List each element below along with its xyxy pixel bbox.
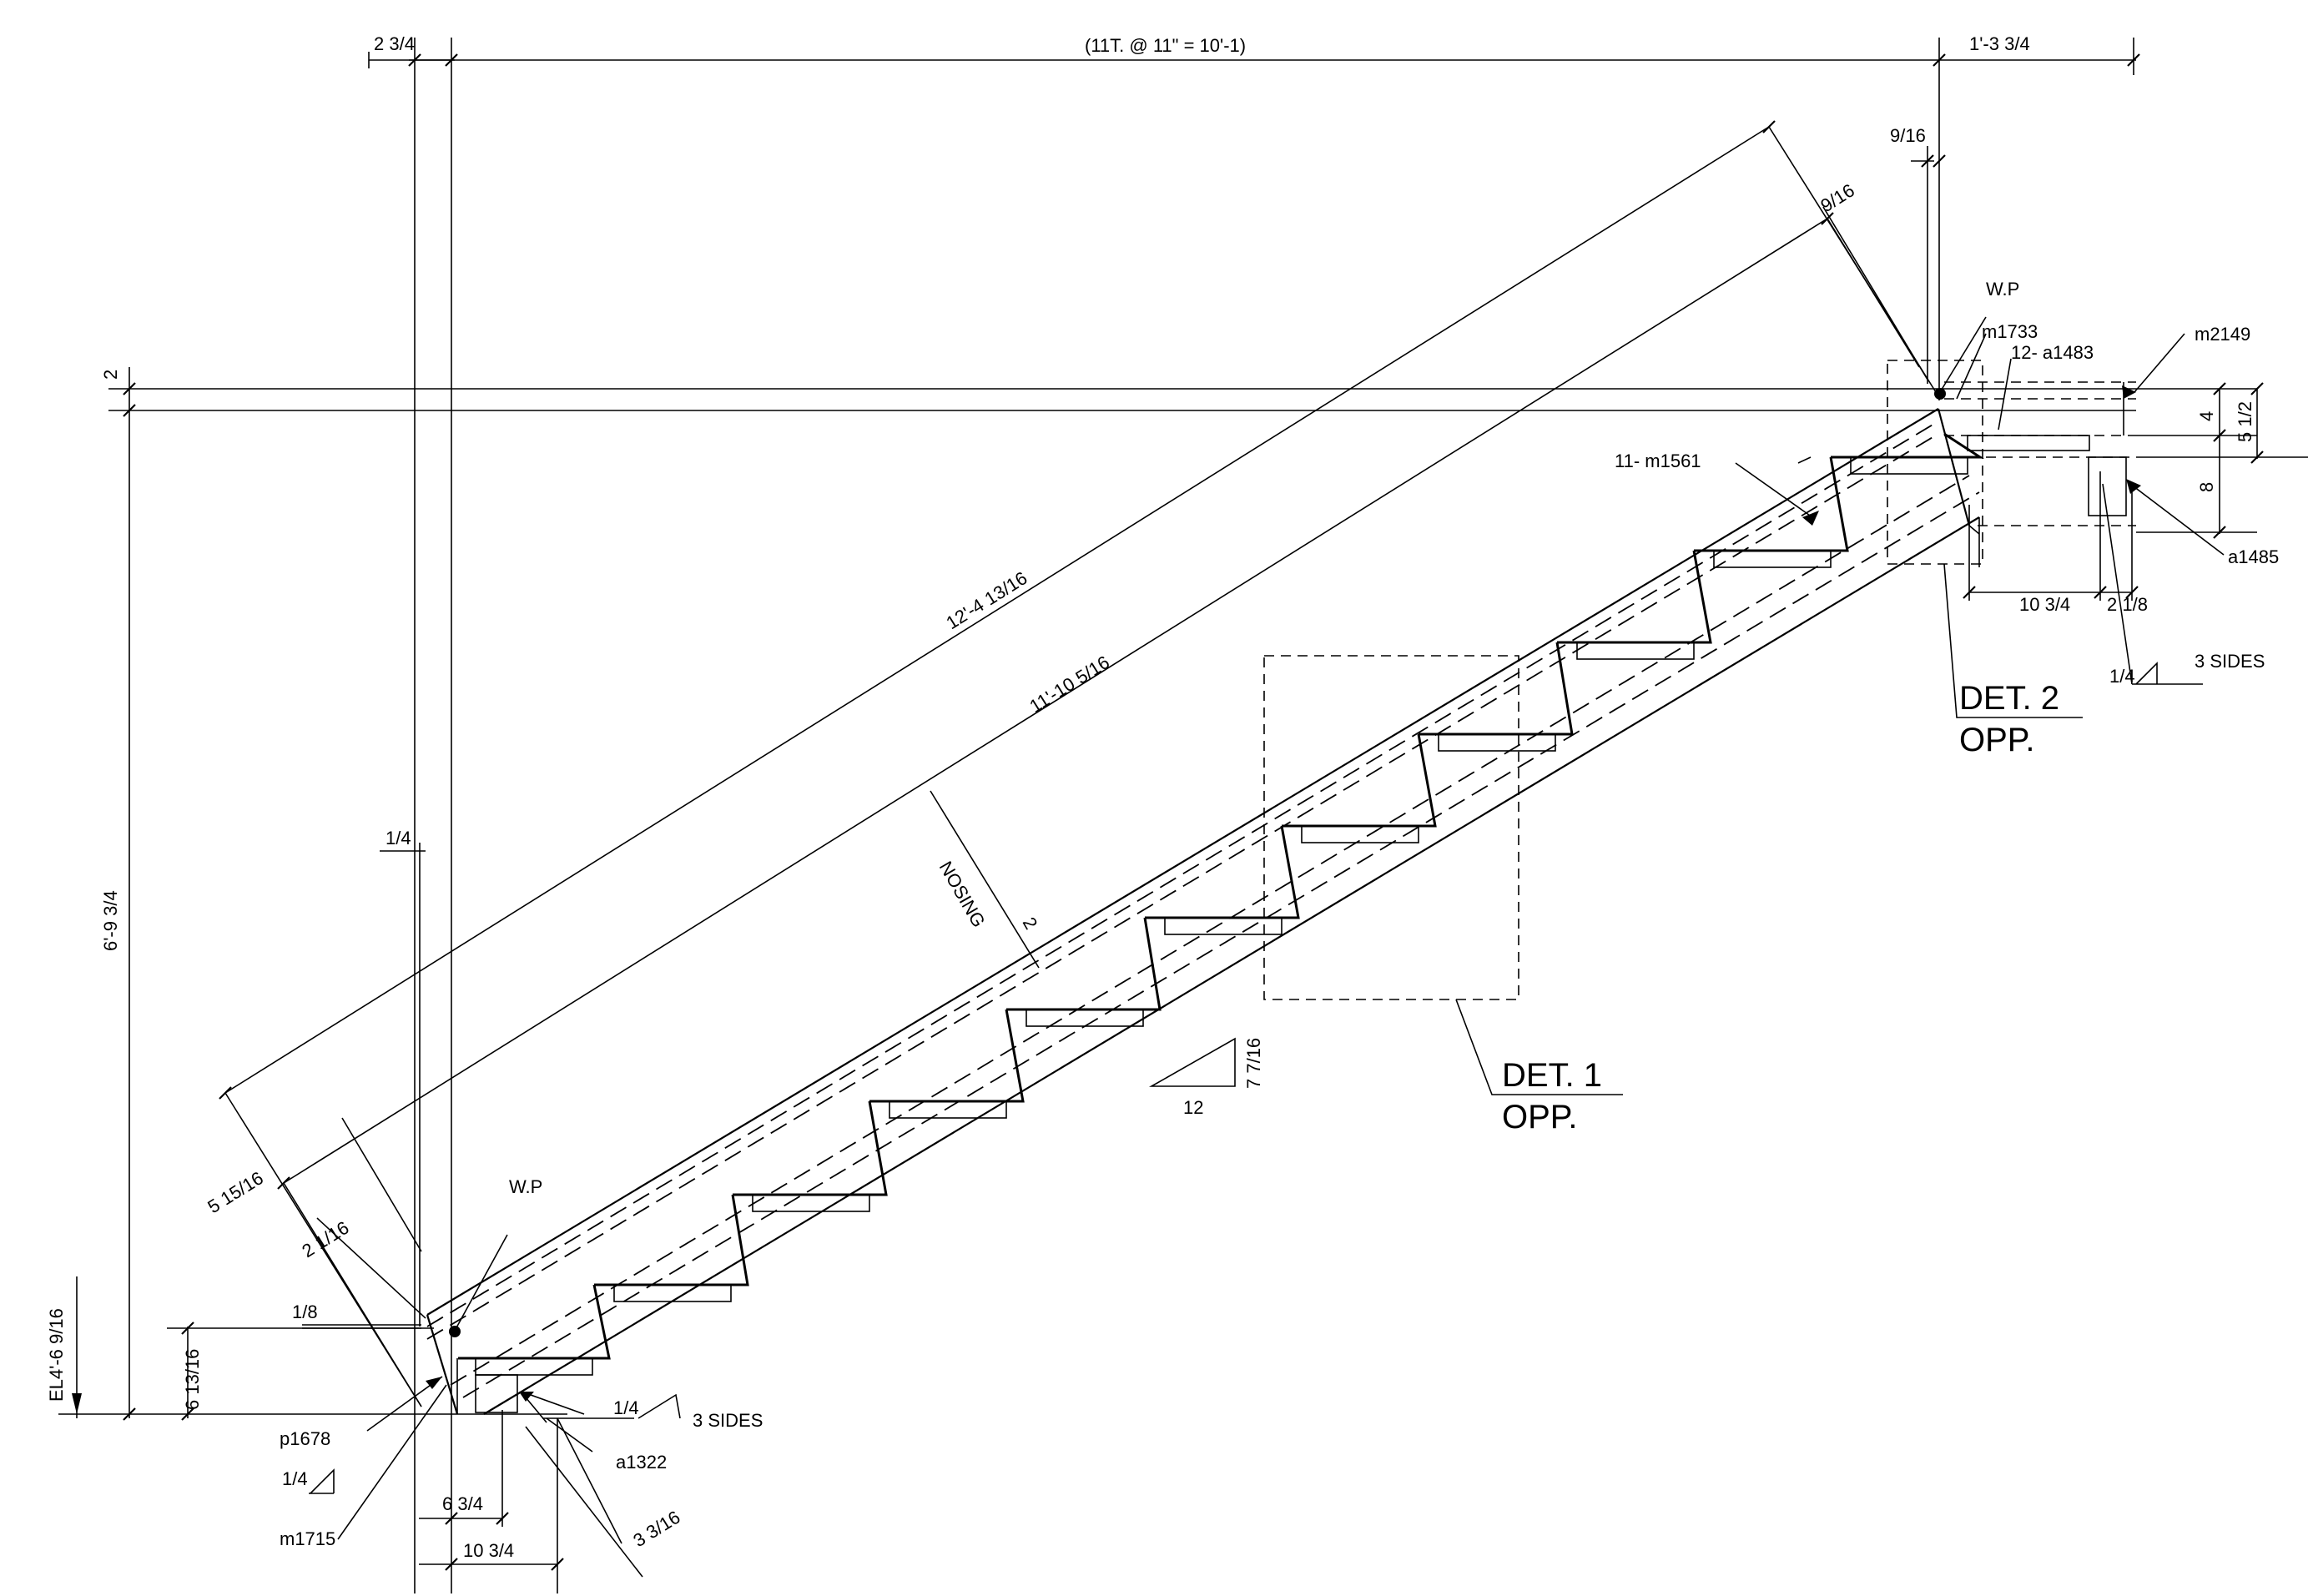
label-m1733: m1733 — [1982, 321, 2038, 342]
dim-nosing-value: 2 — [1019, 914, 1042, 933]
label-m1561: 11- m1561 — [1615, 451, 1701, 471]
slope-triangle — [1148, 1037, 1236, 1087]
dim-top-overall: (11T. @ 11" = 10'-1) — [1085, 35, 1246, 56]
dimension-lines — [58, 38, 2308, 1593]
dim-left-6-13: 6 13/16 — [182, 1349, 203, 1410]
label-a1322: a1322 — [616, 1452, 667, 1473]
dim-bottom-3-3-16: 3 3/16 — [629, 1507, 683, 1552]
dim-left-2: 2 — [100, 370, 121, 380]
weld-bottom-size: 1/4 — [613, 1397, 639, 1418]
diagonal-dimensions — [219, 120, 1937, 1578]
dim-right-2-1-8: 2 1/8 — [2107, 594, 2148, 615]
det2-sub: OPP. — [1959, 722, 2034, 758]
detail-titles: DET. 1 OPP. DET. 2 OPP. — [1502, 680, 2059, 1135]
stringer-channel — [426, 408, 1980, 1415]
label-a1483: 12- a1483 — [2011, 342, 2094, 363]
part-labels: W.P W.P m1733 12- a1483 m2149 11- m1561 … — [280, 279, 2279, 1549]
label-wp-bottom: W.P — [509, 1176, 542, 1197]
dimension-texts: (11T. @ 11" = 10'-1) 2 3/4 1'-3 3/4 9/16… — [46, 33, 2255, 1561]
weld-left-size: 1/4 — [282, 1468, 308, 1489]
weld-right-text: 3 SIDES — [2195, 651, 2265, 672]
bottom-base — [302, 1324, 518, 1414]
dim-right-5-1-2: 5 1/2 — [2235, 401, 2255, 442]
dim-right-10-3-4: 10 3/4 — [2019, 594, 2070, 615]
dim-rise-total: 6'-9 3/4 — [100, 890, 121, 951]
dim-top-left: 2 3/4 — [374, 33, 415, 54]
detail-boxes — [1263, 360, 2083, 1095]
weld-right-size: 1/4 — [2109, 666, 2135, 687]
dim-el: EL4'-6 9/16 — [46, 1308, 67, 1402]
dim-slope-12: 12 — [1183, 1097, 1203, 1118]
dim-nosing-label: NOSING — [935, 858, 990, 931]
det1-sub: OPP. — [1502, 1099, 1577, 1135]
dim-diag-inner: 11'-10 5/16 — [1025, 652, 1113, 717]
dim-9-16-a: 9/16 — [1890, 125, 1926, 146]
dim-bottom-6-3-4: 6 3/4 — [442, 1493, 483, 1514]
dim-quarter-upper: 1/4 — [386, 828, 411, 848]
dim-right-4: 4 — [2196, 411, 2217, 421]
weld-bottom-text: 3 SIDES — [693, 1410, 763, 1431]
dim-diag-5-15: 5 15/16 — [204, 1167, 267, 1217]
label-p1678: p1678 — [280, 1428, 330, 1449]
dim-diag-outer: 12'-4 13/16 — [942, 567, 1031, 633]
label-wp-top: W.P — [1986, 279, 2019, 300]
dim-slope-7-7-16: 7 7/16 — [1243, 1038, 1264, 1089]
det1-title: DET. 1 — [1502, 1057, 1602, 1094]
dim-bottom-10-3-4: 10 3/4 — [463, 1540, 514, 1561]
dim-9-16-b: 9/16 — [1817, 179, 1858, 216]
label-m1715: m1715 — [280, 1528, 335, 1549]
dim-right-8: 8 — [2196, 482, 2217, 492]
weld-symbols — [309, 483, 2203, 1494]
label-a1485: a1485 — [2228, 546, 2279, 567]
label-m2149: m2149 — [2195, 324, 2250, 345]
det2-title: DET. 2 — [1959, 680, 2059, 717]
leaders — [337, 316, 2225, 1540]
dim-left-1-8: 1/8 — [292, 1301, 318, 1322]
stair-treads — [458, 432, 1985, 1376]
dim-top-right: 1'-3 3/4 — [1969, 33, 2030, 54]
weld-texts: 1/4 3 SIDES 1/4 3 SIDES 1/4 — [282, 651, 2265, 1489]
